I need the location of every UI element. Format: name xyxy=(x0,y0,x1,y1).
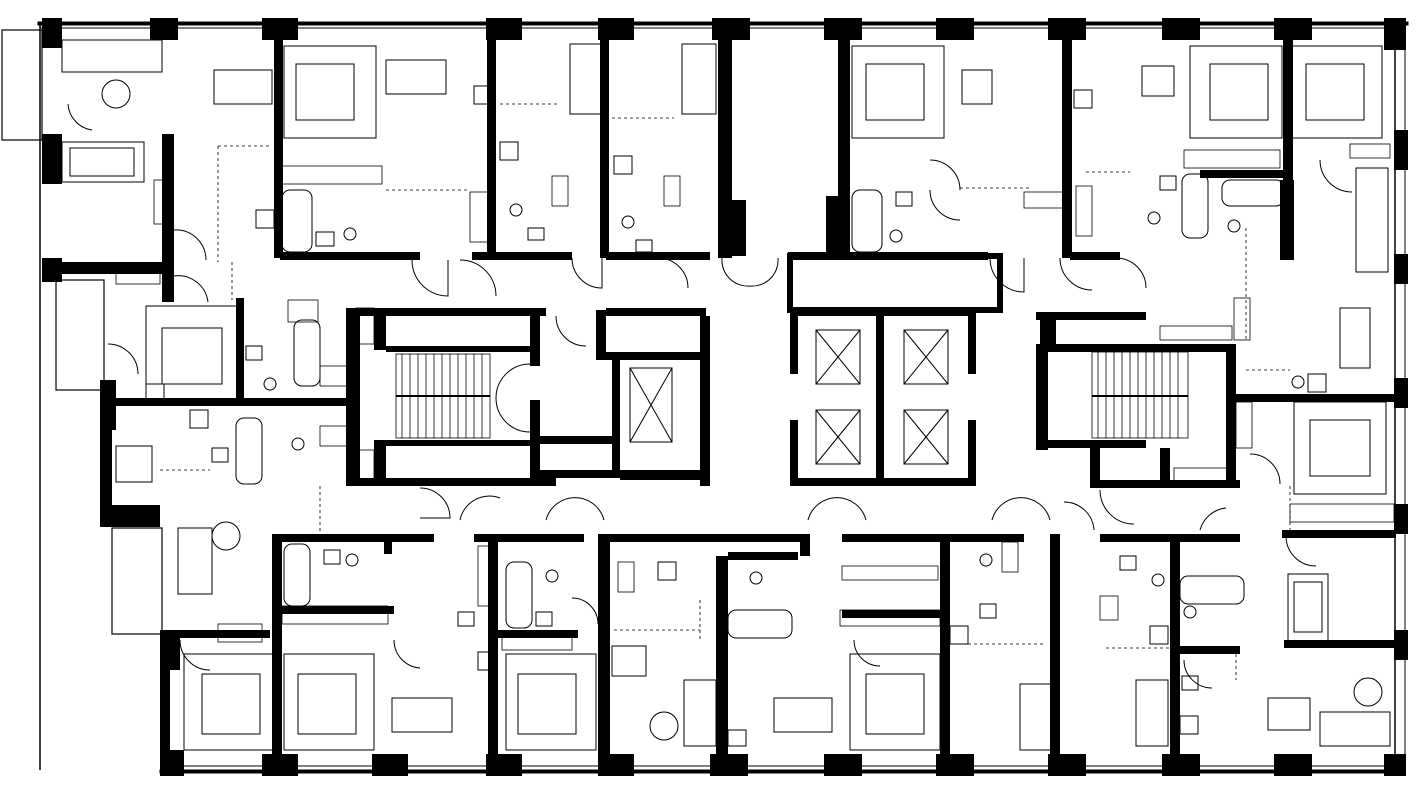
doors xyxy=(67,103,1353,689)
interior-walls xyxy=(62,22,1396,774)
sofa-icon xyxy=(61,39,1391,751)
radiator-icon xyxy=(115,143,1395,651)
toilet-icon xyxy=(263,203,1305,619)
stove-icon xyxy=(145,85,1327,747)
bathtub-icon xyxy=(235,173,1285,639)
sink-icon xyxy=(211,175,1199,691)
plant-icon xyxy=(101,79,1383,741)
bed-icon xyxy=(61,45,1387,751)
elevator-icon xyxy=(629,329,949,465)
stair-icon xyxy=(395,351,1189,439)
balcony xyxy=(1,29,163,635)
dining-table-icon xyxy=(115,59,1371,733)
dashed-boundaries xyxy=(160,103,1291,680)
